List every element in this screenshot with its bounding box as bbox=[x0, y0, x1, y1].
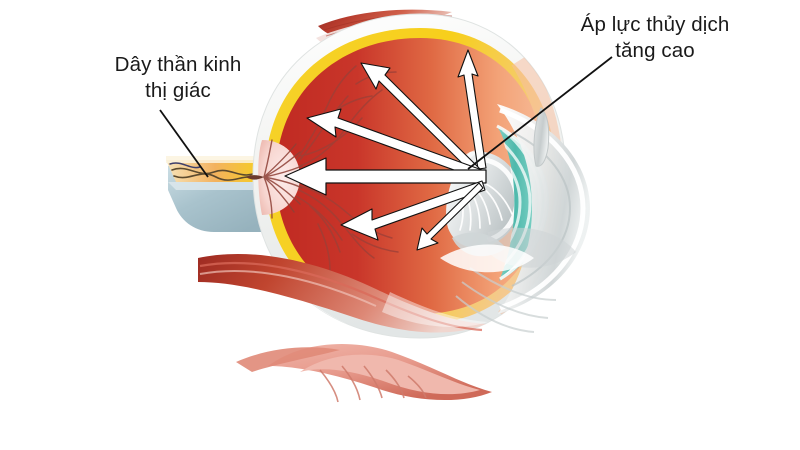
inferior-oblique-muscle bbox=[236, 343, 492, 403]
label-pressure-line1: Áp lực thủy dịch bbox=[580, 13, 730, 36]
label-optic-nerve: Dây thần kinh thị giác bbox=[78, 52, 278, 104]
iris-process-tip bbox=[533, 107, 550, 167]
pressure-arrows-group bbox=[284, 49, 487, 251]
leader-lines-group bbox=[159, 56, 613, 178]
label-pressure-line2: tăng cao bbox=[615, 39, 695, 62]
cornea-anterior-chamber bbox=[440, 104, 590, 333]
inferior-rectus-muscle bbox=[198, 253, 488, 333]
label-optic-nerve-line2: thị giác bbox=[145, 79, 211, 102]
label-optic-nerve-line1: Dây thần kinh bbox=[114, 53, 242, 76]
arrow-left bbox=[284, 157, 487, 196]
optic-nerve-leader bbox=[159, 109, 209, 178]
arrow-up bbox=[457, 49, 487, 170]
arrow-down-left bbox=[416, 182, 484, 251]
optic-disc bbox=[246, 139, 303, 219]
arrow-lower-left bbox=[340, 180, 486, 241]
pressure-leader bbox=[467, 56, 613, 170]
label-intraocular-pressure: Áp lực thủy dịch tăng cao bbox=[540, 12, 770, 64]
optic-nerve-vessels bbox=[171, 167, 259, 181]
optic-nerve-structure bbox=[166, 156, 268, 232]
